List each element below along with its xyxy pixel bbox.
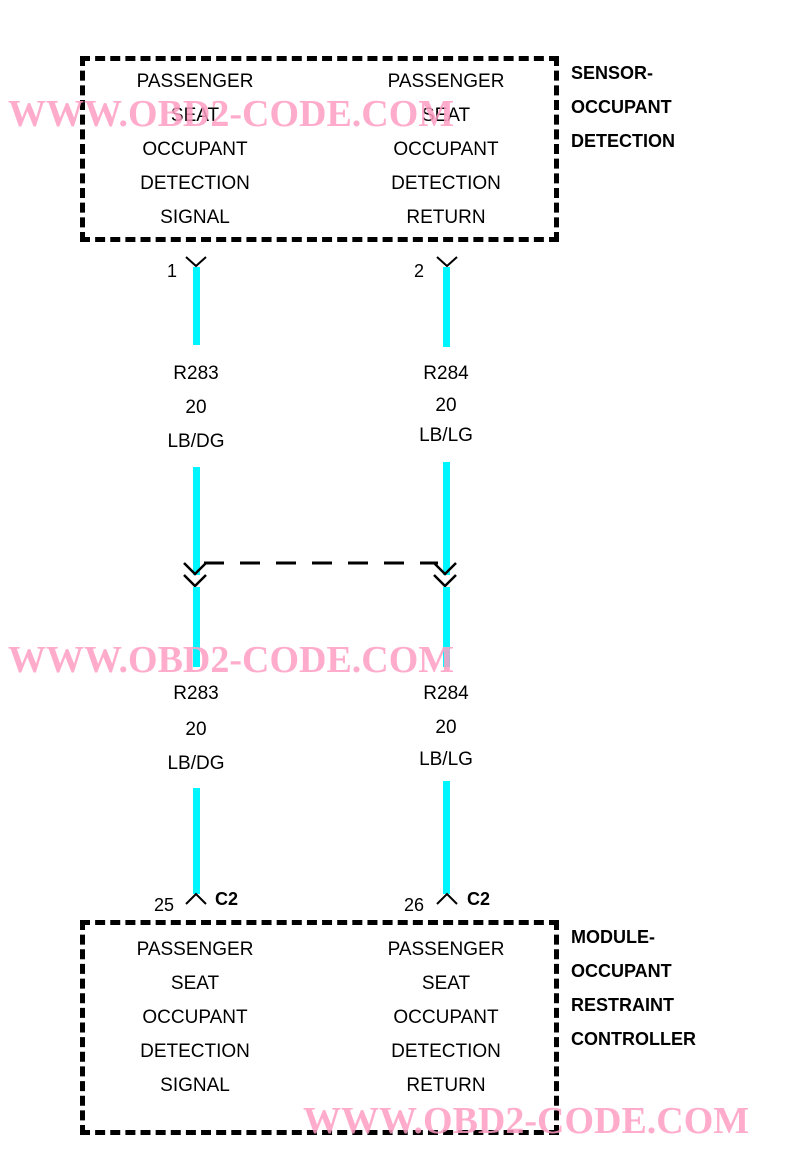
connector-c2-label: C2: [215, 889, 239, 909]
title-line: RESTRAINT: [571, 995, 674, 1015]
text-line: DETECTION: [140, 173, 250, 194]
circuit-id: R284: [423, 363, 469, 384]
wire-r283-upper-a: [193, 267, 200, 345]
text-line: OCCUPANT: [142, 1007, 248, 1028]
text-line: SEAT: [421, 973, 471, 994]
title-line: MODULE-: [571, 927, 655, 947]
text-line: SIGNAL: [160, 1075, 230, 1096]
circuit-id: R283: [173, 683, 219, 704]
text-line: PASSENGER: [387, 71, 505, 92]
sensor-occupant-detection-box: [80, 56, 559, 242]
wire-r283-lower-label: R283 20 LB/DG: [136, 677, 256, 781]
wire-gauge: 20: [435, 717, 457, 738]
pin-number-1: 1: [167, 261, 178, 281]
bottom-pin-25-description: PASSENGER SEAT OCCUPANT DETECTION SIGNAL: [95, 933, 295, 1103]
text-line: OCCUPANT: [393, 139, 499, 160]
wire-r284-upper-label: R284 20 LB/LG: [386, 357, 506, 453]
connector-male-icon: [436, 892, 458, 905]
watermark: WWW.OBD2-CODE.COM: [8, 639, 455, 681]
wire-r283-upper-label: R283 20 LB/DG: [136, 357, 256, 459]
wire-r284-lower-b: [443, 781, 450, 894]
text-line: SIGNAL: [160, 207, 230, 228]
text-line: PASSENGER: [136, 939, 254, 960]
watermark: WWW.OBD2-CODE.COM: [303, 1100, 750, 1142]
wire-r283-lower-a: [193, 587, 200, 667]
pin-number-25: 25: [154, 895, 175, 915]
wire-color: LB/LG: [419, 749, 473, 770]
title-line: SENSOR-: [571, 63, 654, 83]
title-line: CONTROLLER: [571, 1029, 696, 1049]
top-pin-1-description: PASSENGER SEAT OCCUPANT DETECTION SIGNAL: [95, 65, 295, 235]
connector-female-icon: [436, 256, 458, 268]
bottom-pin-26-description: PASSENGER SEAT OCCUPANT DETECTION RETURN: [346, 933, 546, 1103]
top-pin-2-description: PASSENGER SEAT OCCUPANT DETECTION RETURN: [346, 65, 546, 235]
connector-c2-label: C2: [467, 889, 491, 909]
text-line: PASSENGER: [387, 939, 505, 960]
inline-connector: [183, 561, 457, 588]
text-line: SEAT: [170, 973, 220, 994]
top-component-title: SENSOR- OCCUPANT DETECTION: [571, 56, 675, 158]
wire-r284-lower-a: [443, 587, 450, 667]
text-line: DETECTION: [391, 1041, 501, 1062]
wire-r283-upper-b: [193, 467, 200, 575]
circuit-id: R284: [423, 683, 469, 704]
text-line: PASSENGER: [136, 71, 254, 92]
title-line: OCCUPANT: [571, 97, 672, 117]
wire-r284-upper-a: [443, 267, 450, 347]
text-line: DETECTION: [140, 1041, 250, 1062]
wire-gauge: 20: [185, 719, 207, 740]
circuit-id: R283: [173, 363, 219, 384]
text-line: SEAT: [170, 105, 220, 126]
text-line: OCCUPANT: [393, 1007, 499, 1028]
bottom-component-title: MODULE- OCCUPANT RESTRAINT CONTROLLER: [571, 920, 711, 1056]
wire-color: LB/LG: [419, 425, 473, 446]
connector-female-icon: [185, 256, 207, 268]
watermark: WWW.OBD2-CODE.COM: [8, 93, 455, 135]
wire-r284-upper-b: [443, 462, 450, 575]
wire-color: LB/DG: [167, 431, 225, 452]
text-line: RETURN: [406, 207, 486, 228]
wire-r283-lower-b: [193, 788, 200, 894]
pin-number-2: 2: [414, 261, 425, 281]
occupant-restraint-controller-box: [80, 920, 559, 1135]
text-line: DETECTION: [391, 173, 501, 194]
text-line: SEAT: [421, 105, 471, 126]
pin-number-26: 26: [404, 895, 425, 915]
text-line: OCCUPANT: [142, 139, 248, 160]
text-line: RETURN: [406, 1075, 486, 1096]
title-line: DETECTION: [571, 131, 676, 151]
wire-color: LB/DG: [167, 753, 225, 774]
title-line: OCCUPANT: [571, 961, 672, 981]
wire-gauge: 20: [435, 395, 457, 416]
wire-r284-lower-label: R284 20 LB/LG: [386, 677, 506, 777]
connector-male-icon: [185, 892, 207, 905]
wire-gauge: 20: [185, 397, 207, 418]
